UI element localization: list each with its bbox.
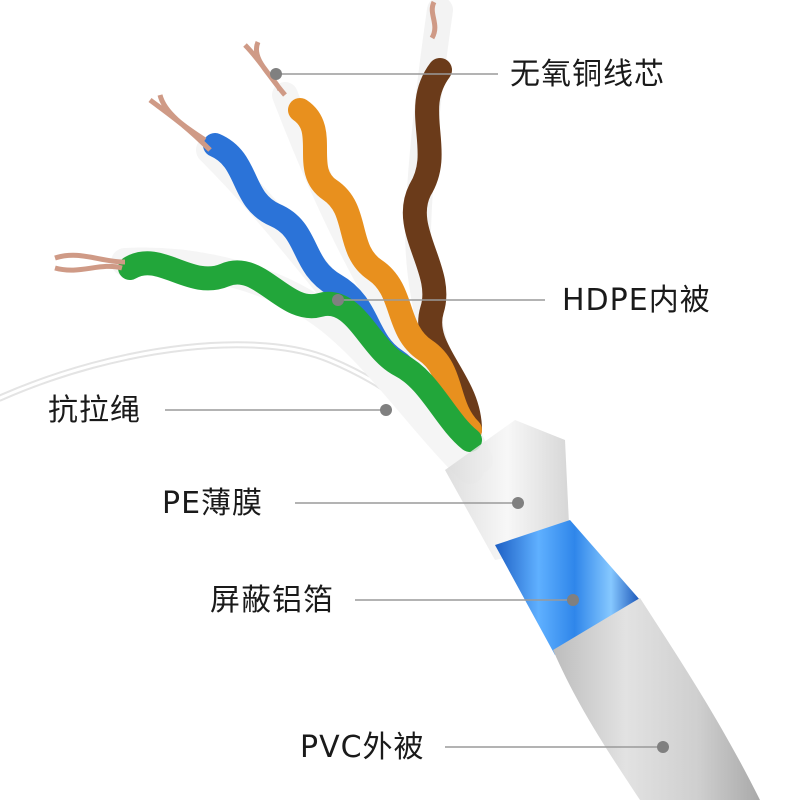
pe-film-wrap	[445, 420, 570, 560]
marker-dot-hdpe	[332, 294, 344, 306]
marker-dot-pvc	[657, 741, 669, 753]
label-ripcord: 抗拉绳	[48, 393, 141, 428]
green-pair-copper	[54, 252, 126, 273]
orange-pair-orange-wire	[288, 98, 482, 442]
pvc-jacket-body	[553, 598, 760, 800]
orange-pair-copper	[243, 40, 287, 97]
label-pe-film: PE薄膜	[162, 486, 264, 521]
blue-pair-copper	[148, 94, 212, 152]
label-pvc-jacket: PVC外被	[300, 730, 425, 765]
green-pair-green-wire	[118, 251, 482, 452]
brown-pair-copper	[429, 0, 438, 40]
label-hdpe-insulation: HDPE内被	[562, 283, 711, 318]
marker-dot-copper	[270, 68, 282, 80]
marker-dot-foil	[567, 594, 579, 606]
marker-dot-ripcord	[380, 404, 392, 416]
label-aluminum-foil-shield: 屏蔽铝箔	[210, 583, 334, 618]
label-copper-conductor: 无氧铜线芯	[510, 57, 665, 92]
marker-dot-pe-film	[512, 497, 524, 509]
